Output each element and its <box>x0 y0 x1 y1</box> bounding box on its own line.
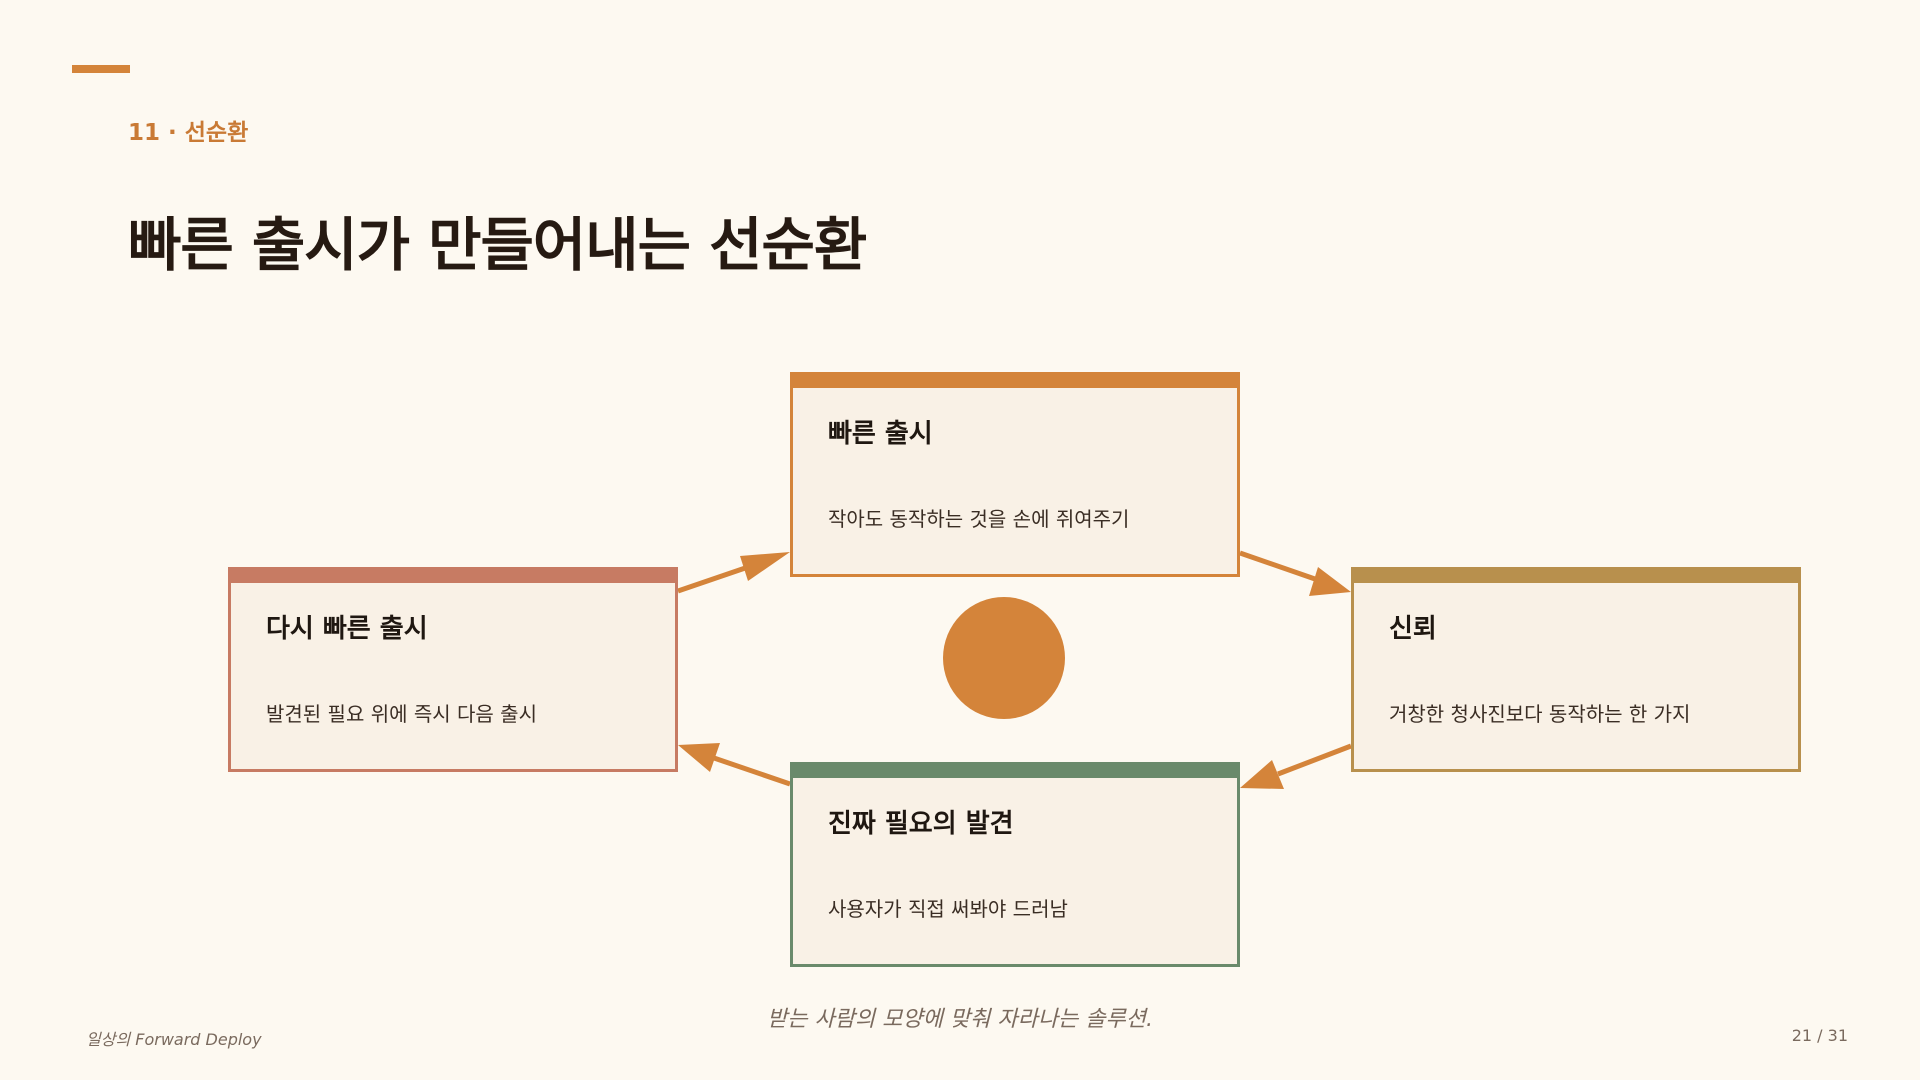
arrow-top-to-right <box>1239 550 1316 582</box>
node-title: 빠른 출시 <box>828 419 933 449</box>
cycle-center-dot <box>943 597 1065 719</box>
accent-bar <box>72 65 130 73</box>
node-description: 작아도 동작하는 것을 손에 쥐여주기 <box>828 507 1130 531</box>
arrowhead-left-to-top <box>740 552 790 581</box>
node-description: 거창한 청사진보다 동작하는 한 가지 <box>1389 702 1691 726</box>
cycle-node-discovery: 진짜 필요의 발견 사용자가 직접 써봐야 드러남 <box>790 762 1240 967</box>
cycle-node-fast-release: 빠른 출시 작아도 동작하는 것을 손에 쥐여주기 <box>790 372 1240 577</box>
cycle-node-release-again: 다시 빠른 출시 발견된 필요 위에 즉시 다음 출시 <box>228 567 678 772</box>
footer-deck-name: 일상의 Forward Deploy <box>86 1030 262 1049</box>
node-description: 사용자가 직접 써봐야 드러남 <box>828 897 1068 921</box>
arrow-bottom-to-left <box>713 755 791 787</box>
node-title: 신뢰 <box>1389 614 1437 644</box>
arrowhead-right-to-bottom <box>1240 760 1284 789</box>
arrowhead-top-to-right <box>1309 567 1351 596</box>
arrow-left-to-top <box>677 562 755 594</box>
arrowhead-bottom-to-left <box>678 743 720 772</box>
node-title: 진짜 필요의 발견 <box>828 809 1014 839</box>
node-title: 다시 빠른 출시 <box>266 614 428 644</box>
section-label: 11 · 선순환 <box>128 120 249 146</box>
tagline: 받는 사람의 모양에 맞춰 자라나는 솔루션. <box>766 1007 1154 1032</box>
page-number: 21 / 31 <box>1791 1026 1848 1045</box>
node-description: 발견된 필요 위에 즉시 다음 출시 <box>266 702 537 726</box>
cycle-node-trust: 신뢰 거창한 청사진보다 동작하는 한 가지 <box>1351 567 1801 772</box>
page-title: 빠른 출시가 만들어내는 선순환 <box>128 211 867 279</box>
arrow-right-to-bottom <box>1277 743 1352 777</box>
